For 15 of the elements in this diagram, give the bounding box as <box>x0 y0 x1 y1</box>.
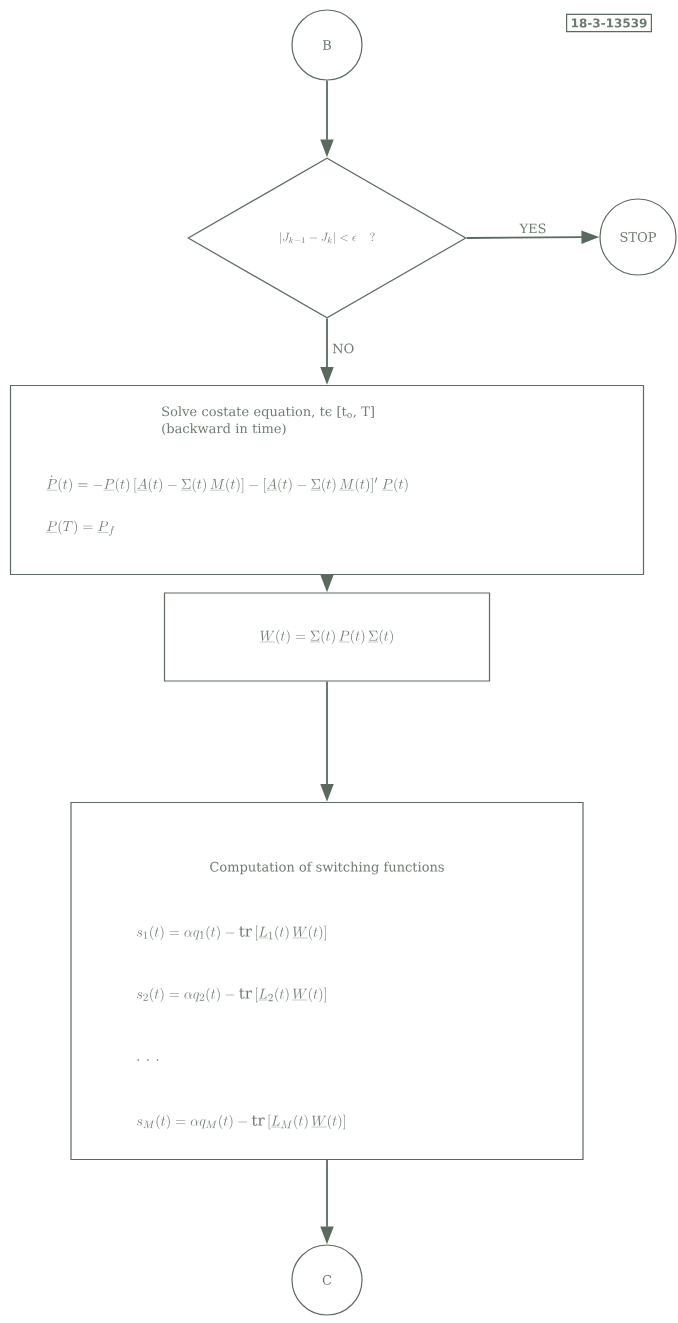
equation: $\underline{P}(T) = \underline{P}_{f}$ <box>46 520 115 536</box>
equation: $s_{2}(t) = \alpha q_{2}(t) - \mathrm{tr}\,[\underline{L}_{2}(t)\,\underline{W}(t)]$ <box>136 987 326 1003</box>
process-box <box>9 384 645 576</box>
equation: $s_{M}(t) = \alpha q_{M}(t) - \mathrm{tr}\,[\underline{L}_{M}(t)\,\underline{W}(t)]$ <box>136 1114 345 1130</box>
process-box <box>163 592 491 682</box>
ellipsis-text: . . . <box>137 1059 159 1061</box>
figure-number: 18-3-13539 <box>566 13 652 33</box>
equation: $\dot{\underline{P}}(t) = -\underline{P}(t)\,[\underline{A}(t) - \underline{\Sigma}(t)\,\underline{M}(t)] - [\underline{A}(t) - \underline{\Sigma}(t)\,\underline{M}(t)]'\;\underline{P}(t)$ <box>46 475 408 493</box>
edge-label: NO <box>331 342 356 355</box>
edge-label: YES <box>518 222 548 235</box>
box-heading: Solve costate equation, tϵ [t$_{o}$, T] (backward in time) <box>162 406 374 436</box>
process-box <box>70 801 584 1161</box>
equation: $\underline{W}(t) = \underline{\Sigma}(t)\,\underline{P}(t)\,\underline{\Sigma}(t)$ <box>259 629 393 645</box>
box-heading: Computation of switching functions <box>210 861 444 875</box>
equation: $s_{1}(t) = \alpha q_{1}(t) - \mathrm{tr}\,[\underline{L}_{1}(t)\,\underline{W}(t)]$ <box>136 925 326 941</box>
